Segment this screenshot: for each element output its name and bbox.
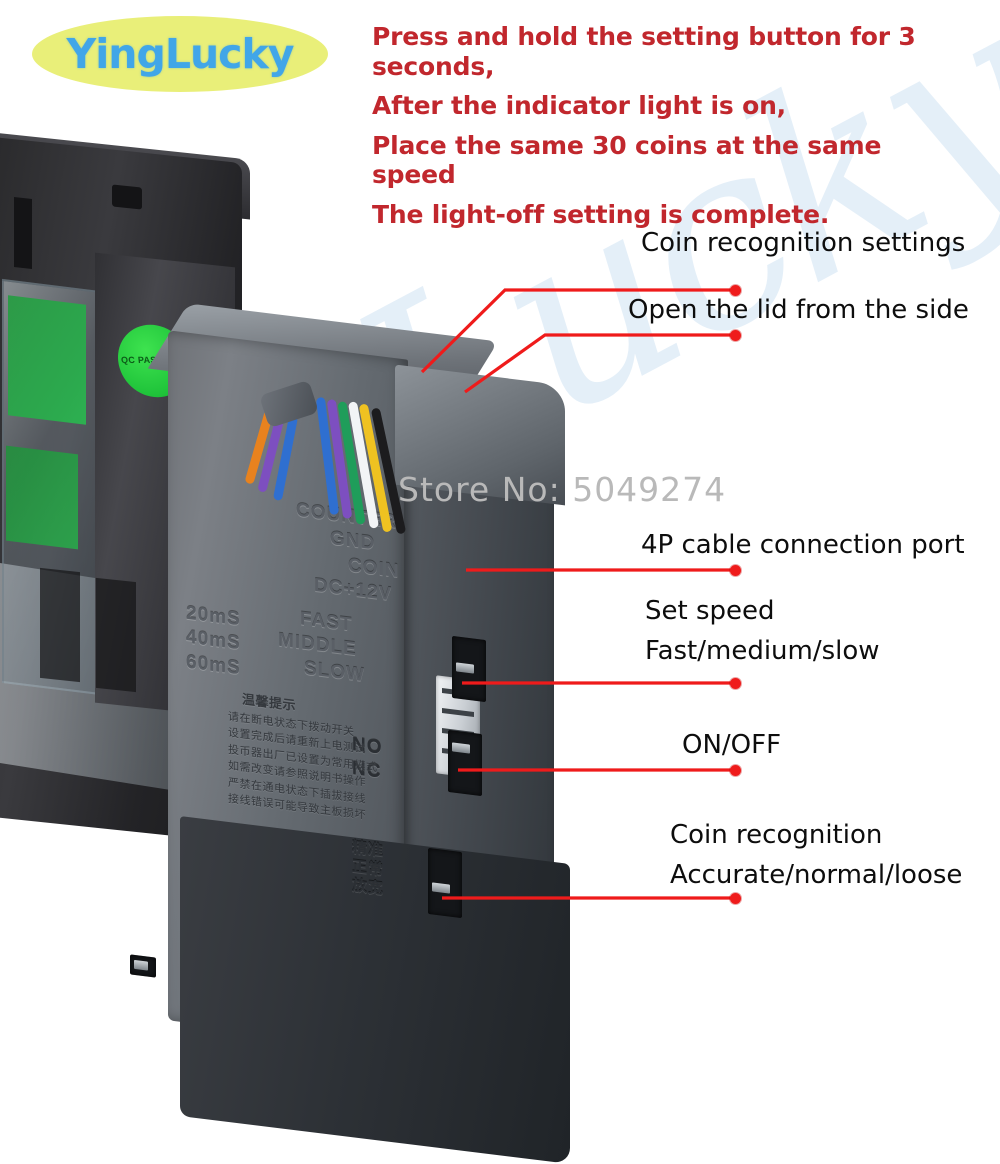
brand-logo: YingLucky xyxy=(32,16,328,92)
acceptor-slot-c xyxy=(40,567,80,683)
callout-coin-recognition-settings: Coin recognition settings xyxy=(641,228,965,260)
coin-path-green-lower xyxy=(6,445,78,550)
molded-precision-labels: 精准 正常 放宽 xyxy=(352,838,384,899)
acceptor-slot-b xyxy=(112,184,142,210)
callout-dot-coin-recognition-settings xyxy=(730,285,741,296)
instruction-line-1: Press and hold the setting button for 3 … xyxy=(372,22,916,81)
coin-path-green-upper xyxy=(8,295,86,425)
harness-tape xyxy=(259,379,319,429)
callout-dot-on-off xyxy=(730,765,741,776)
callout-text-cable-port: 4P cable connection port xyxy=(641,530,965,560)
callout-text-set-speed-options: Fast/medium/slow xyxy=(645,635,880,666)
molded-speed-labels: FAST MIDDLE SLOW xyxy=(278,605,365,689)
callout-text-on-off: ON/OFF xyxy=(682,730,782,760)
product-photo: QC PASS 2019 COUNTER GND COIN DC+12V 20m… xyxy=(0,132,620,1164)
callout-dot-cable-port xyxy=(730,565,741,576)
wire-harness xyxy=(244,379,465,545)
instruction-line-4: The light-off setting is complete. xyxy=(372,199,830,229)
dip-switch-on-off[interactable] xyxy=(448,729,482,797)
callout-text-set-speed: Set speed xyxy=(645,596,775,626)
callout-on-off: ON/OFF xyxy=(682,730,781,762)
callout-cable-port: 4P cable connection port xyxy=(641,530,965,562)
acceptor-slot-a xyxy=(14,197,32,269)
acceptor-slot-d xyxy=(96,577,136,693)
instruction-block: Press and hold the setting button for 3 … xyxy=(372,22,972,239)
callout-dot-set-speed xyxy=(730,678,741,689)
callout-text-coin-recognition-options: Accurate/normal/loose xyxy=(670,859,963,890)
molded-notice-block: 温馨提示 请在断电状态下拨动开关 设置完成后请重新上电测试 投币器出厂已设置为常… xyxy=(228,689,378,826)
molded-timing-labels: 20mS 40mS 60mS xyxy=(186,602,241,682)
callout-text-open-the-lid: Open the lid from the side xyxy=(628,295,969,325)
callout-coin-recognition: Coin recognition Accurate/normal/loose xyxy=(670,820,962,891)
callout-text-coin-recognition-settings: Coin recognition settings xyxy=(641,228,966,258)
dip-switch-aux[interactable] xyxy=(130,954,156,978)
callout-dot-open-the-lid xyxy=(730,330,741,341)
callout-dot-coin-recognition xyxy=(730,893,741,904)
callout-open-the-lid: Open the lid from the side xyxy=(628,295,969,327)
label-loose-cn: 放宽 xyxy=(352,877,385,899)
logo-label: YingLucky xyxy=(66,30,295,78)
instruction-line-2: After the indicator light is on, xyxy=(372,91,786,120)
callout-set-speed: Set speed Fast/medium/slow xyxy=(645,596,880,667)
instruction-line-3: Place the same 30 coins at the same spee… xyxy=(372,130,882,190)
dip-switch-recognition[interactable] xyxy=(428,847,462,919)
logo-ellipse-shape xyxy=(32,16,328,92)
dip-switch-speed[interactable] xyxy=(452,635,486,703)
callout-text-coin-recognition: Coin recognition xyxy=(670,820,883,850)
